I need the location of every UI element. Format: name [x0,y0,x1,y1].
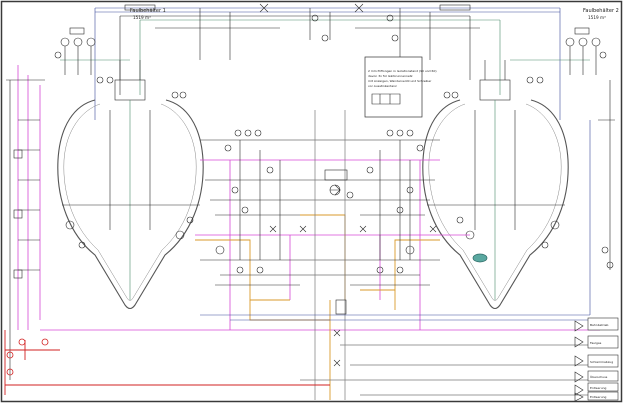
instrument-cluster-top-right [526,27,607,84]
svg-text:Bahnbetrieb: Bahnbetrieb [590,323,609,327]
outlet-labels: Bahnbetrieb Faulgas Schlammabzug Übersch… [574,317,619,402]
bottom-red-line [4,330,330,395]
svg-text:Entleerung: Entleerung [590,386,607,390]
outlet-1: Bahnbetrieb [574,317,619,332]
instrument-cluster-top-left [54,27,114,84]
top-pipe-rack [60,3,590,120]
svg-text:Entleerung: Entleerung [590,395,607,399]
svg-text:vor Ausstinkentanz: vor Ausstinkentanz [368,84,397,88]
left-vertical-bundle [6,65,45,380]
note-box: 2 mm-Triflongen in Isolationstand (90 un… [364,56,437,118]
svg-text:Überschuss: Überschuss [590,374,608,379]
svg-text:Faulbehälter 1: Faulbehälter 1 [130,8,166,14]
outlet-5: Entleerung [574,382,619,396]
tank-left-title: Faulbehälter 1 1519 m³ [130,8,166,20]
svg-text:davon 3x für Gärbrunnennetz: davon 3x für Gärbrunnennetz [368,74,413,78]
outlet-2: Faulgas [574,335,619,349]
central-pipe-network [40,110,600,400]
outlet-6: Entleerung [574,391,619,402]
right-vertical-lines [589,80,615,315]
svg-text:mit Anzeigen, Wanderventil und: mit Anzeigen, Wanderventil und Schreiber [368,79,432,83]
outlet-3: Schlammabzug [574,354,619,368]
digester-tank-left [57,60,204,310]
svg-text:1519 m³: 1519 m³ [588,15,606,20]
svg-text:1519 m³: 1519 m³ [133,15,151,20]
outlet-4: Überschuss [574,370,619,383]
digester-tank-right [422,60,569,310]
svg-text:Faulgas: Faulgas [590,341,602,345]
tank-right-title: Faulbehälter 2 1519 m³ [583,8,619,20]
svg-text:Faulbehälter 2: Faulbehälter 2 [583,8,619,14]
svg-text:2 mm-Triflongen in Isolationst: 2 mm-Triflongen in Isolationstand (90 un… [368,69,437,73]
svg-text:Schlammabzug: Schlammabzug [590,360,613,364]
